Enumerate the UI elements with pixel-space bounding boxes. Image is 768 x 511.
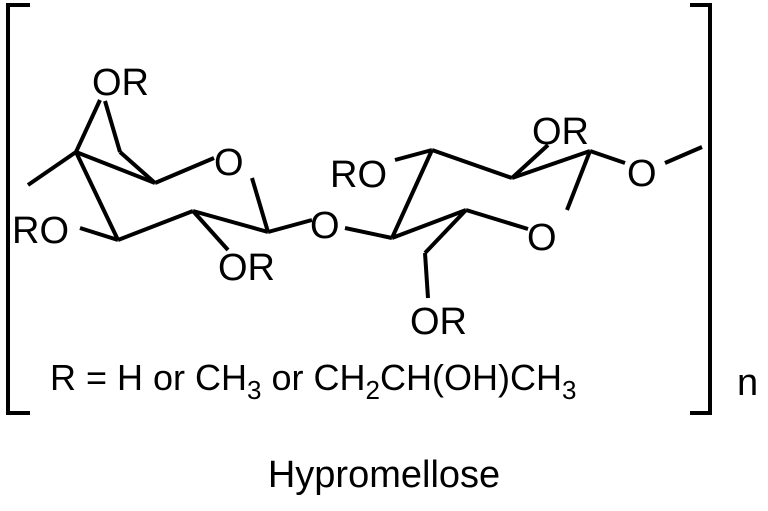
left-ring-bonds: [26, 99, 313, 252]
or-top-left-label: OR: [92, 62, 149, 104]
right-ring-bonds: [344, 143, 703, 299]
or-bottom-right-label: OR: [410, 301, 467, 343]
o-ring-left-label: O: [214, 142, 244, 184]
r-definition: R = H or CH3 or CH2CH(OH)CH3: [50, 357, 576, 405]
ro-right-label: RO: [330, 154, 387, 196]
left-bracket: [6, 3, 30, 415]
o-ring-right-label: O: [527, 217, 557, 259]
repeat-subscript-n: n: [737, 362, 758, 404]
or-bottom-left-label: OR: [218, 247, 275, 289]
compound-name-caption: Hypromellose: [268, 454, 500, 496]
ro-left-label: RO: [12, 210, 69, 252]
o-terminal-label: O: [627, 153, 657, 195]
or-top-right-label: OR: [532, 111, 589, 153]
right-bracket: [690, 3, 712, 415]
o-glycosidic-label: O: [310, 205, 340, 247]
